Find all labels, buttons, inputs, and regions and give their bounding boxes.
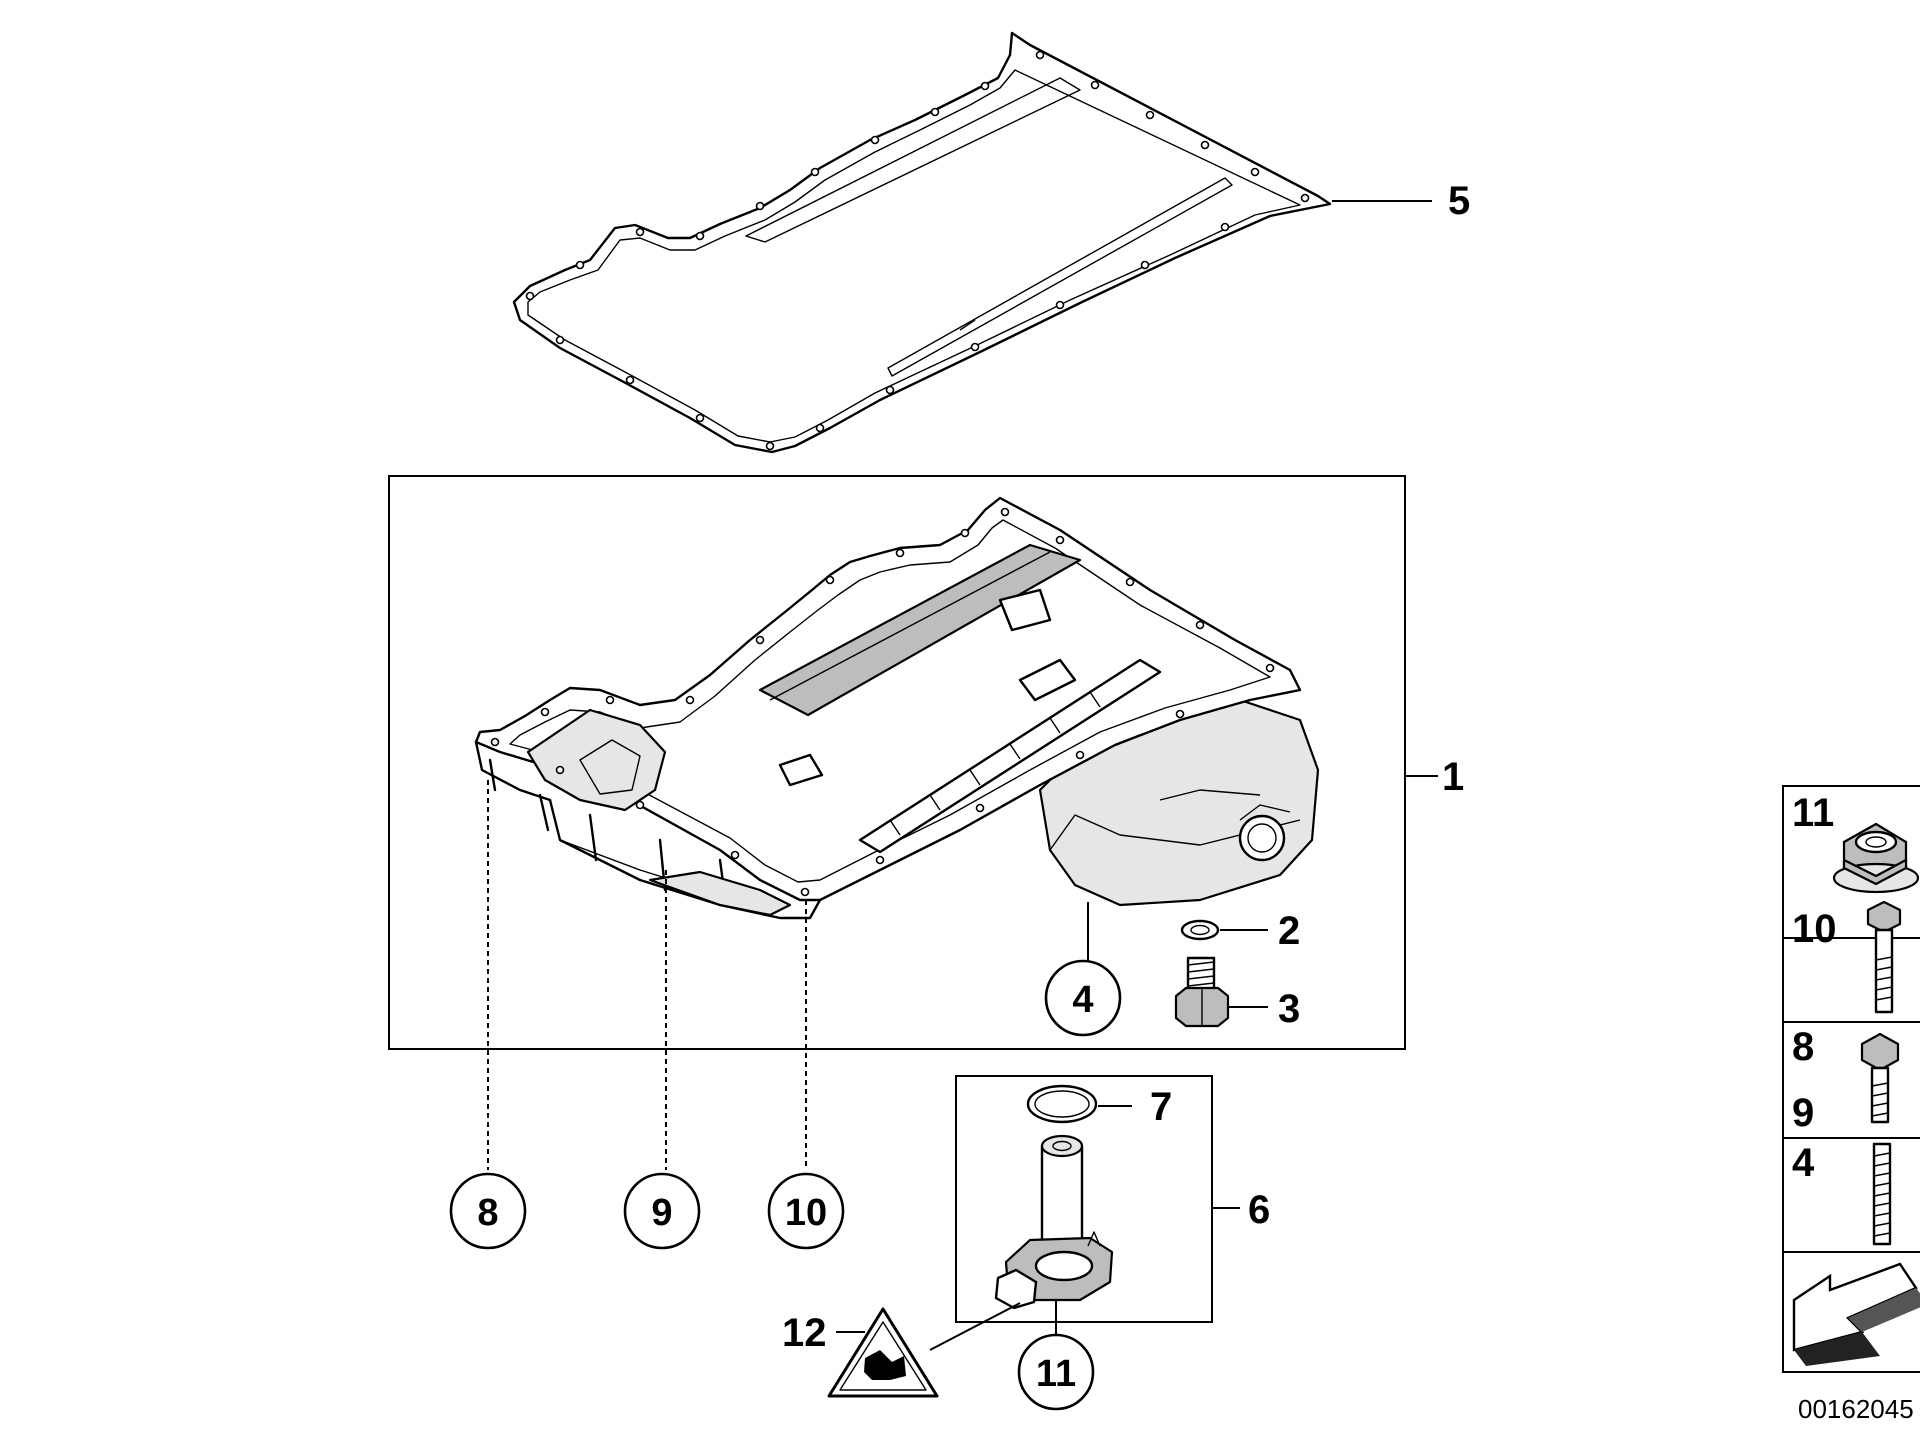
legend-label-8: 8 [1792,1025,1814,1069]
oil-pan-part-1 [474,496,1320,920]
legend-label-11: 11 [1792,791,1834,835]
callout-3: 3 [1278,987,1300,1031]
callout-6: 6 [1248,1188,1270,1232]
legend-label-9: 9 [1792,1091,1814,1135]
callout-7: 7 [1150,1085,1172,1129]
bolt-icon-8-9 [1860,1032,1900,1124]
callout-2: 2 [1278,909,1300,953]
callout-circle-8: 8 [449,1172,527,1250]
legend-label-10: 10 [1792,907,1837,951]
oil-level-sensor-frame [955,1075,1213,1323]
svg-text:8: 8 [477,1192,498,1234]
bolt-icon-10 [1866,900,1902,1014]
hex-nut-icon [1832,822,1920,894]
gasket-part-5 [512,31,1332,454]
svg-text:4: 4 [1072,979,1093,1021]
callout-circle-9: 9 [623,1172,701,1250]
warning-label-part-12 [827,1307,939,1398]
sealing-ring-part-2 [1180,919,1220,941]
callout-circle-11: 11 [1017,1333,1095,1411]
svg-text:11: 11 [1036,1353,1076,1395]
drain-plug-part-3 [1174,956,1230,1028]
callout-circle-4: 4 [1044,959,1122,1037]
svg-text:10: 10 [785,1192,827,1234]
callout-12: 12 [782,1311,827,1355]
o-ring-part-7 [1026,1084,1098,1124]
direction-arrow-icon [1792,1262,1920,1366]
svg-text:9: 9 [651,1192,672,1234]
callout-circle-10: 10 [767,1172,845,1250]
stud-icon [1872,1142,1892,1246]
legend-label-4: 4 [1792,1141,1815,1185]
diagram-code: 00162045 [1798,1394,1914,1424]
oil-pan-assembly-frame [388,475,1406,1050]
fastener-legend: 11 10 8 9 [1782,785,1920,1373]
callout-1: 1 [1442,755,1464,799]
oil-level-sensor-part-6 [994,1134,1114,1310]
callout-5: 5 [1448,179,1470,223]
leader-12-triangle [929,1302,1021,1351]
